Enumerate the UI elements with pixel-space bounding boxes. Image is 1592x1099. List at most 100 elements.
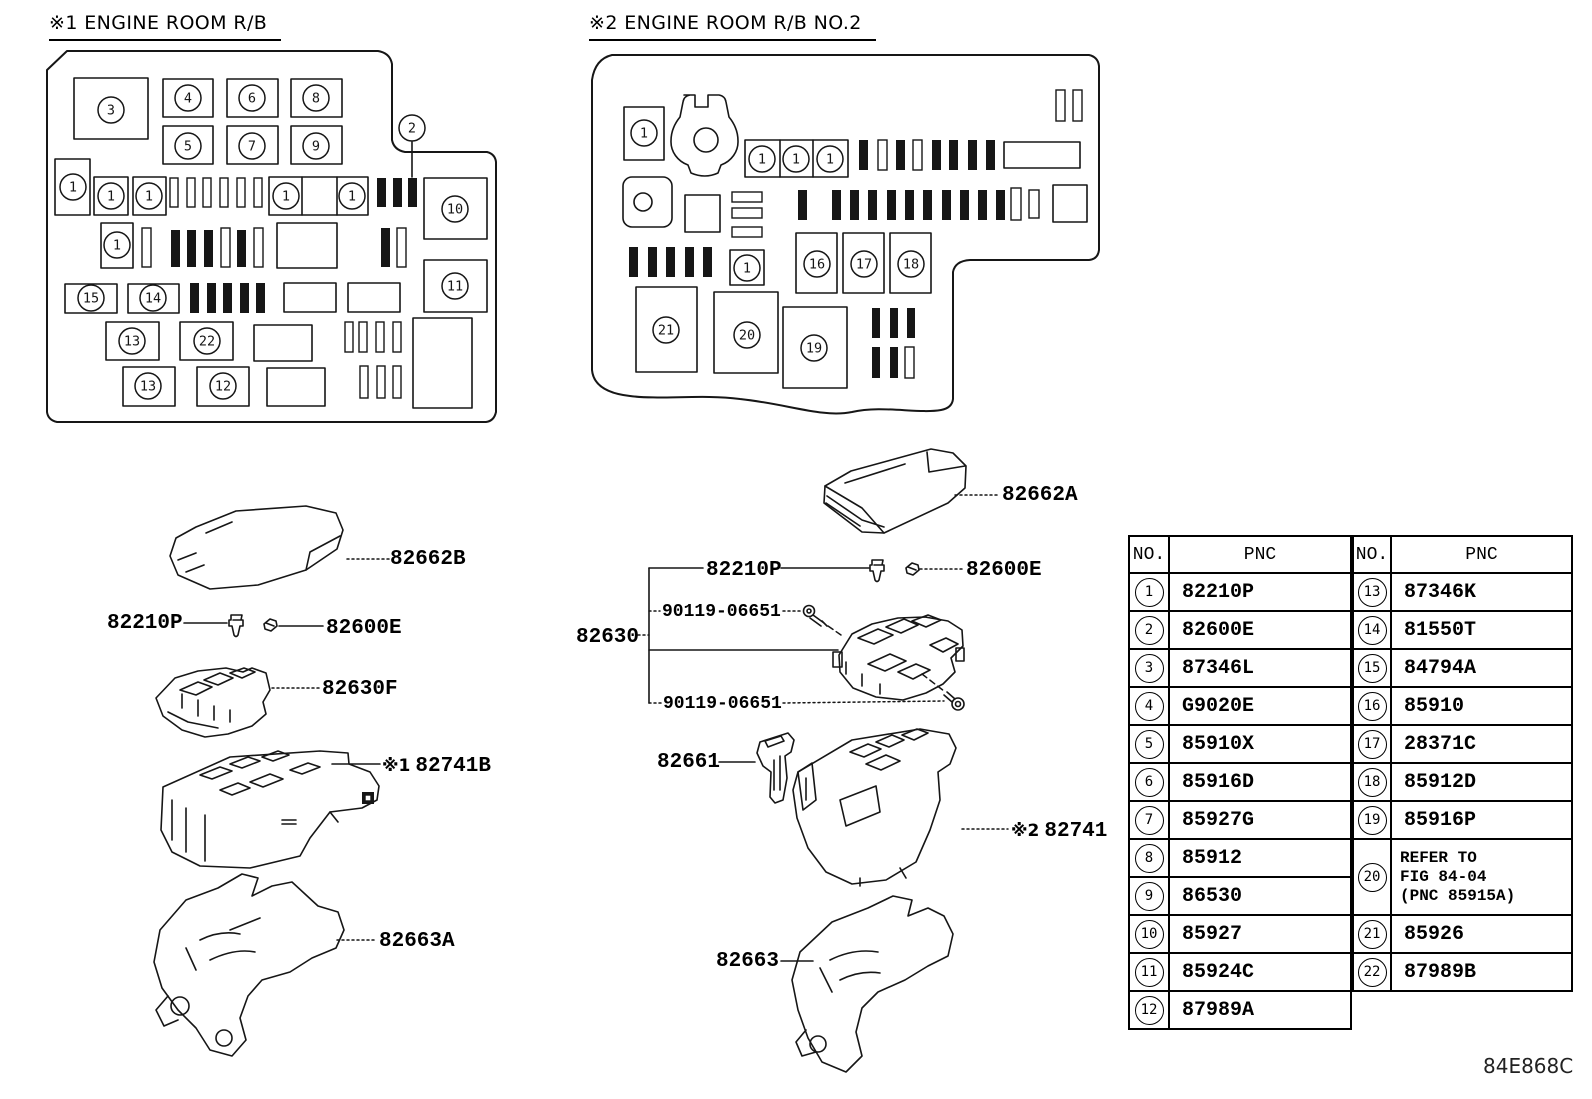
pnc-cell: 85916D <box>1168 762 1352 802</box>
callout-circle-8: 8 <box>302 84 330 112</box>
callout-circle-2: 2 <box>398 114 426 142</box>
pnc-cell: 85916P <box>1390 800 1573 840</box>
pnc-cell: 87989A <box>1168 990 1352 1030</box>
row-number-cell: 17 <box>1352 724 1392 764</box>
pnc-cell: 85924C <box>1168 952 1352 992</box>
pnc-cell: 85910 <box>1390 686 1573 726</box>
pnc-cell: 87346L <box>1168 648 1352 688</box>
ref-prefix: ※1 <box>382 756 411 776</box>
row-number-cell: 11 <box>1128 952 1170 992</box>
relay-block-82630f-drawing <box>155 667 271 738</box>
svg-text:9: 9 <box>312 139 320 155</box>
callout-circle-22: 22 <box>193 327 221 355</box>
row-number-cell: 7 <box>1128 800 1170 840</box>
svg-text:1: 1 <box>282 189 290 205</box>
bolt-82600e-left-drawing <box>263 618 278 632</box>
callout-circle-12: 12 <box>209 372 237 400</box>
col-header-no: NO. <box>1352 535 1392 574</box>
row-number-badge: 12 <box>1134 995 1164 1025</box>
bolt-82600e-center-drawing <box>905 562 920 576</box>
screw-90119-bottom-drawing <box>943 691 965 711</box>
part-label-82662a: 82662A <box>1002 484 1078 507</box>
pnc-cell: 87346K <box>1390 572 1573 612</box>
part-label-82661: 82661 <box>657 751 721 774</box>
upper-box-82741-drawing <box>792 728 957 887</box>
svg-text:2: 2 <box>408 121 416 137</box>
row-number-cell: 19 <box>1352 800 1392 840</box>
svg-text:1: 1 <box>743 261 751 277</box>
callout-circle-5: 5 <box>174 132 202 160</box>
svg-text:13: 13 <box>140 379 156 395</box>
figure-code: 84E868C <box>1483 1054 1574 1078</box>
row-number-badge: 14 <box>1357 615 1387 645</box>
lower-cover-82663a-drawing <box>153 873 345 1057</box>
callout-circle-1: 1 <box>59 173 87 201</box>
row-number-badge: 1 <box>1134 577 1164 607</box>
bracket-82661-drawing <box>756 732 795 804</box>
pnc-cell: G9020E <box>1168 686 1352 726</box>
cover-82662b-drawing <box>169 505 344 590</box>
callout-circle-14: 14 <box>139 284 167 312</box>
row-number-cell: 13 <box>1352 572 1392 612</box>
callout-circle-6: 6 <box>238 84 266 112</box>
callout-circle-20: 20 <box>733 321 761 349</box>
row-number-cell: 8 <box>1128 838 1170 878</box>
svg-text:22: 22 <box>199 334 215 350</box>
fuse-slots-open <box>877 89 1083 379</box>
row-number-cell: 10 <box>1128 914 1170 954</box>
row-number-badge: 6 <box>1134 767 1164 797</box>
screw-90119-top-drawing <box>802 604 828 627</box>
svg-text:17: 17 <box>856 257 872 273</box>
col-header-pnc: PNC <box>1168 535 1352 574</box>
row-number-badge: 10 <box>1134 919 1164 949</box>
svg-text:1: 1 <box>758 152 766 168</box>
callout-circle-10: 10 <box>441 195 469 223</box>
svg-text:16: 16 <box>809 257 825 273</box>
row-number-cell: 4 <box>1128 686 1170 726</box>
row-number-cell: 15 <box>1352 648 1392 688</box>
callout-circle-1: 1 <box>630 119 658 147</box>
row-number-badge: 9 <box>1134 881 1164 911</box>
pnc-cell: 85910X <box>1168 724 1352 764</box>
part-label-82600e-center: 82600E <box>966 559 1042 582</box>
cover-82662a-drawing <box>823 448 967 534</box>
clip-82210p-center-drawing <box>869 559 885 583</box>
part-label-82662b: 82662B <box>390 548 466 571</box>
svg-text:1: 1 <box>640 126 648 142</box>
part-label-82630: 82630 <box>576 626 640 649</box>
part-label-82210p-center: 82210P <box>706 559 782 582</box>
row-number-cell: 2 <box>1128 610 1170 650</box>
callout-circle-1: 1 <box>103 231 131 259</box>
row-number-badge: 17 <box>1357 729 1387 759</box>
row-number-cell: 1 <box>1128 572 1170 612</box>
row-number-badge: 8 <box>1134 843 1164 873</box>
svg-text:1: 1 <box>107 189 115 205</box>
svg-text:1: 1 <box>826 152 834 168</box>
svg-text:1: 1 <box>145 189 153 205</box>
pnc-cell: REFER TO FIG 84-04 (PNC 85915A) <box>1390 838 1573 916</box>
ref-prefix: ※2 <box>1011 821 1040 841</box>
callout-circle-11: 11 <box>441 272 469 300</box>
callout-circle-17: 17 <box>850 250 878 278</box>
